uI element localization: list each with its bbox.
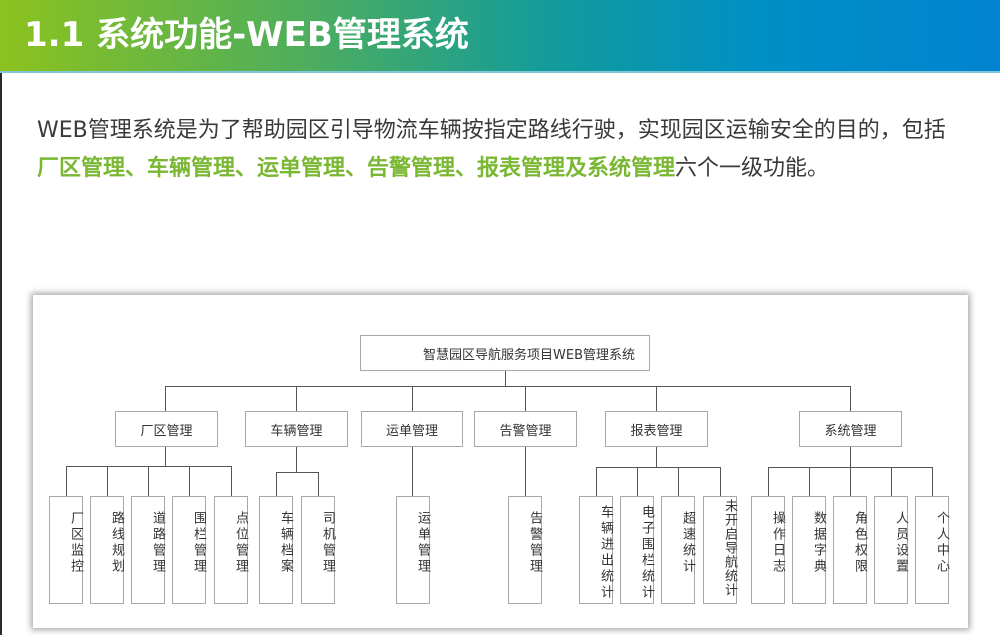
connector [107, 466, 108, 496]
connector [809, 467, 810, 496]
feature-label: 围栏管理 [191, 511, 206, 575]
intro-text-end: 六个一级功能。 [675, 156, 830, 181]
feature-node: 个人中心 [915, 496, 949, 604]
root-node: 智慧园区导航服务项目WEB管理系统 [360, 335, 650, 371]
feature-label: 司机管理 [320, 511, 335, 575]
feature-label: 数据字典 [811, 511, 826, 575]
module-label: 告警管理 [499, 423, 552, 439]
feature-label: 道路管理 [150, 511, 165, 575]
connector [296, 447, 297, 472]
connector [768, 467, 769, 496]
intro-text: WEB管理系统是为了帮助园区引导物流车辆按指定路线行驶，实现园区运输安全的目的，… [37, 118, 946, 143]
module-label: 运单管理 [385, 423, 438, 439]
connector [656, 447, 657, 467]
root-node-label: 智慧园区导航服务项目WEB管理系统 [423, 347, 635, 363]
connector [596, 467, 597, 496]
feature-node: 路线规划 [90, 496, 124, 604]
feature-label: 人员设置 [893, 511, 908, 575]
connector [850, 386, 851, 411]
module-node-vehicle: 车辆管理 [245, 411, 348, 447]
feature-label: 电子围栏统计 [639, 505, 654, 601]
module-label: 报表管理 [630, 423, 683, 439]
module-node-report: 报表管理 [605, 411, 708, 447]
module-label: 厂区管理 [140, 423, 193, 439]
connector [596, 467, 720, 468]
module-node-system: 系统管理 [799, 411, 902, 447]
connector [720, 467, 721, 496]
feature-node: 点位管理 [214, 496, 248, 604]
connector [850, 467, 851, 496]
feature-label: 告警管理 [527, 511, 542, 575]
connector [637, 467, 638, 496]
connector [932, 467, 933, 496]
feature-label: 厂区监控 [68, 511, 83, 575]
title-banner: 1.1 系统功能-WEB管理系统 [0, 0, 1000, 73]
connector [656, 386, 657, 411]
module-node-waybill: 运单管理 [361, 411, 463, 447]
feature-node: 厂区监控 [49, 496, 83, 604]
feature-label: 未开启导航统计 [722, 499, 737, 597]
feature-node: 车辆进出统计 [579, 496, 613, 604]
connector [850, 447, 851, 467]
connector [276, 472, 318, 473]
feature-node: 道路管理 [131, 496, 165, 604]
feature-label: 角色权限 [852, 511, 867, 575]
feature-node: 人员设置 [874, 496, 908, 604]
feature-node: 未开启导航统计 [703, 496, 737, 604]
connector [505, 371, 506, 386]
feature-node: 超速统计 [661, 496, 695, 604]
intro-paragraph: WEB管理系统是为了帮助园区引导物流车辆按指定路线行驶，实现园区运输安全的目的，… [37, 112, 977, 188]
connector [231, 466, 232, 496]
module-node-alarm: 告警管理 [474, 411, 577, 447]
feature-label: 路线规划 [109, 511, 124, 575]
intro-highlight-modules: 厂区管理、车辆管理、运单管理、告警管理、报表管理及系统管理 [37, 156, 676, 181]
module-node-factory: 厂区管理 [115, 411, 218, 447]
connector [891, 467, 892, 496]
feature-label: 点位管理 [233, 511, 248, 575]
connector [525, 447, 526, 496]
feature-node: 运单管理 [396, 496, 430, 604]
connector [412, 447, 413, 496]
org-chart-card: 智慧园区导航服务项目WEB管理系统 厂区管理 车辆管理 运单管理 告警管理 报表… [33, 295, 968, 628]
connector [165, 386, 166, 411]
module-label: 车辆管理 [270, 423, 323, 439]
feature-node: 围栏管理 [172, 496, 206, 604]
feature-node: 告警管理 [508, 496, 542, 604]
connector [318, 472, 319, 496]
feature-node: 司机管理 [301, 496, 335, 604]
connector [296, 386, 297, 411]
feature-node: 数据字典 [792, 496, 826, 604]
connector [66, 466, 67, 496]
connector [412, 386, 413, 411]
connector [525, 386, 526, 411]
feature-label: 个人中心 [934, 511, 949, 575]
module-label: 系统管理 [824, 423, 877, 439]
connector [678, 467, 679, 496]
connector [165, 386, 850, 387]
connector [189, 466, 190, 496]
page-title: 1.1 系统功能-WEB管理系统 [24, 15, 469, 55]
feature-node: 车辆档案 [259, 496, 293, 604]
feature-label: 运单管理 [415, 511, 430, 575]
feature-label: 车辆进出统计 [598, 505, 613, 601]
feature-label: 操作日志 [770, 511, 785, 575]
connector [165, 447, 166, 466]
feature-node: 角色权限 [833, 496, 867, 604]
connector [148, 466, 149, 496]
feature-label: 车辆档案 [278, 511, 293, 575]
feature-node: 操作日志 [751, 496, 785, 604]
feature-label: 超速统计 [680, 511, 695, 575]
feature-node: 电子围栏统计 [620, 496, 654, 604]
left-edge-border [0, 0, 2, 635]
connector [276, 472, 277, 496]
